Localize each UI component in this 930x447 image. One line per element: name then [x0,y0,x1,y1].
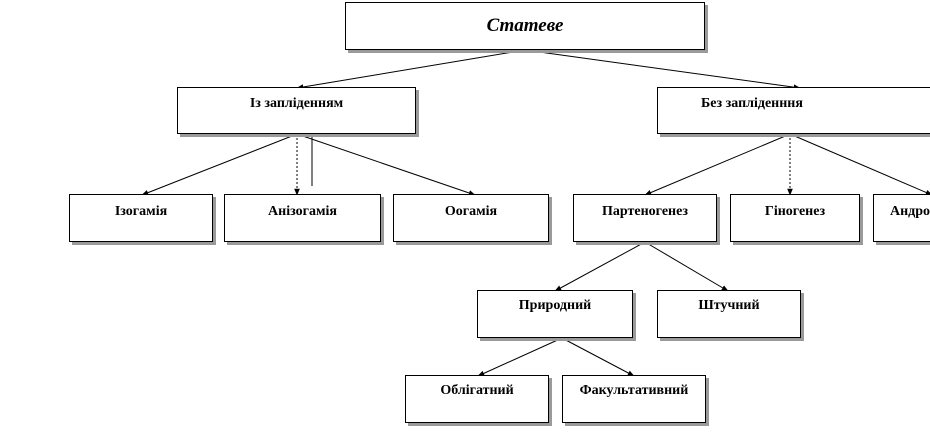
connector-natural-to-facultative [561,337,635,377]
node-artificial: Штучний [657,290,801,338]
node-oogamy: Оогамія [393,194,549,242]
node-label: Партеногенез [602,204,688,219]
node-label: Із запліденням [249,96,344,111]
connector-natural-to-obligate [477,337,563,377]
connector-without-to-parthenogenesis [644,133,791,196]
node-label: Облігатний [440,383,514,398]
node-sexual-reproduction: Статеве [345,2,705,50]
node-label: Андро [890,204,930,219]
node-gynogenesis: Гіногенез [730,194,860,242]
node-label: Факультативний [579,383,689,398]
node-label: Штучний [698,298,760,313]
node-obligate: Облігатний [405,375,549,423]
connector-root-to-without-fertilization [524,49,801,90]
node-label: Без запліденння [701,96,803,111]
node-label: Оогамія [444,204,498,219]
connector-root-to-with-fertilization [296,49,526,90]
connector-with-to-isogamy [141,133,298,196]
node-isogamy: Ізогамія [69,194,213,242]
connector-without-to-androgenesis [789,133,930,196]
connector-with-to-oogamy [296,133,476,196]
node-anisogamy: Анізогамія [224,194,381,242]
node-label: Ізогамія [114,204,168,219]
connector-parthenogenesis-to-natural [554,241,646,292]
node-label: Природний [518,298,592,313]
node-with-fertilization: Із запліденням [177,87,416,134]
node-label: Гіногенез [764,204,826,219]
node-parthenogenesis: Партеногенез [573,194,717,242]
node-label: Анізогамія [268,204,337,219]
node-natural: Природний [477,290,633,338]
node-label: Статеве [486,15,564,36]
node-androgenesis: Андро [873,194,930,242]
connector-parthenogenesis-to-artificial [644,241,729,292]
node-without-fertilization: Без запліденння [657,87,930,134]
node-facultative: Факультативний [562,375,706,423]
